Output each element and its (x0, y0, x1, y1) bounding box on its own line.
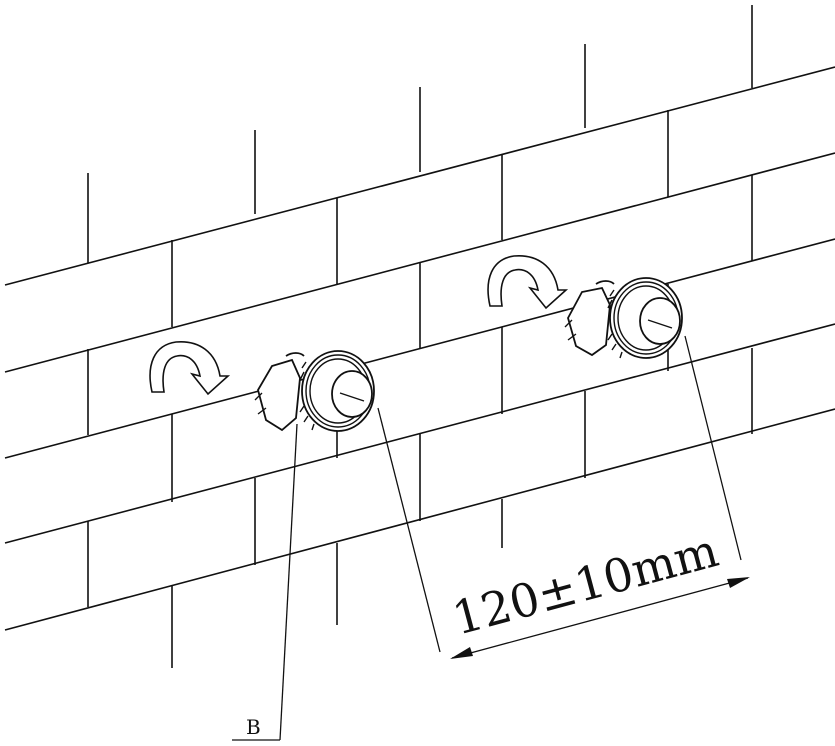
dimension-extension-line-right (684, 335, 742, 561)
tile-course-line (4, 66, 835, 286)
rotate-arrow-right-icon (487, 255, 569, 310)
right-eccentric-fitting (564, 277, 683, 359)
dimension-extension-line-left (377, 407, 441, 653)
tile-course-line (4, 323, 835, 544)
dimension-label: 120±10mm (447, 523, 724, 646)
tile-course-line (4, 238, 835, 459)
tile-wall (4, 5, 835, 668)
callout-b-label: B (246, 715, 261, 739)
rotate-arrow-left-icon (149, 341, 231, 396)
callout-b: B (232, 423, 298, 741)
dimension-arrow (450, 577, 750, 659)
left-eccentric-fitting (254, 350, 375, 432)
